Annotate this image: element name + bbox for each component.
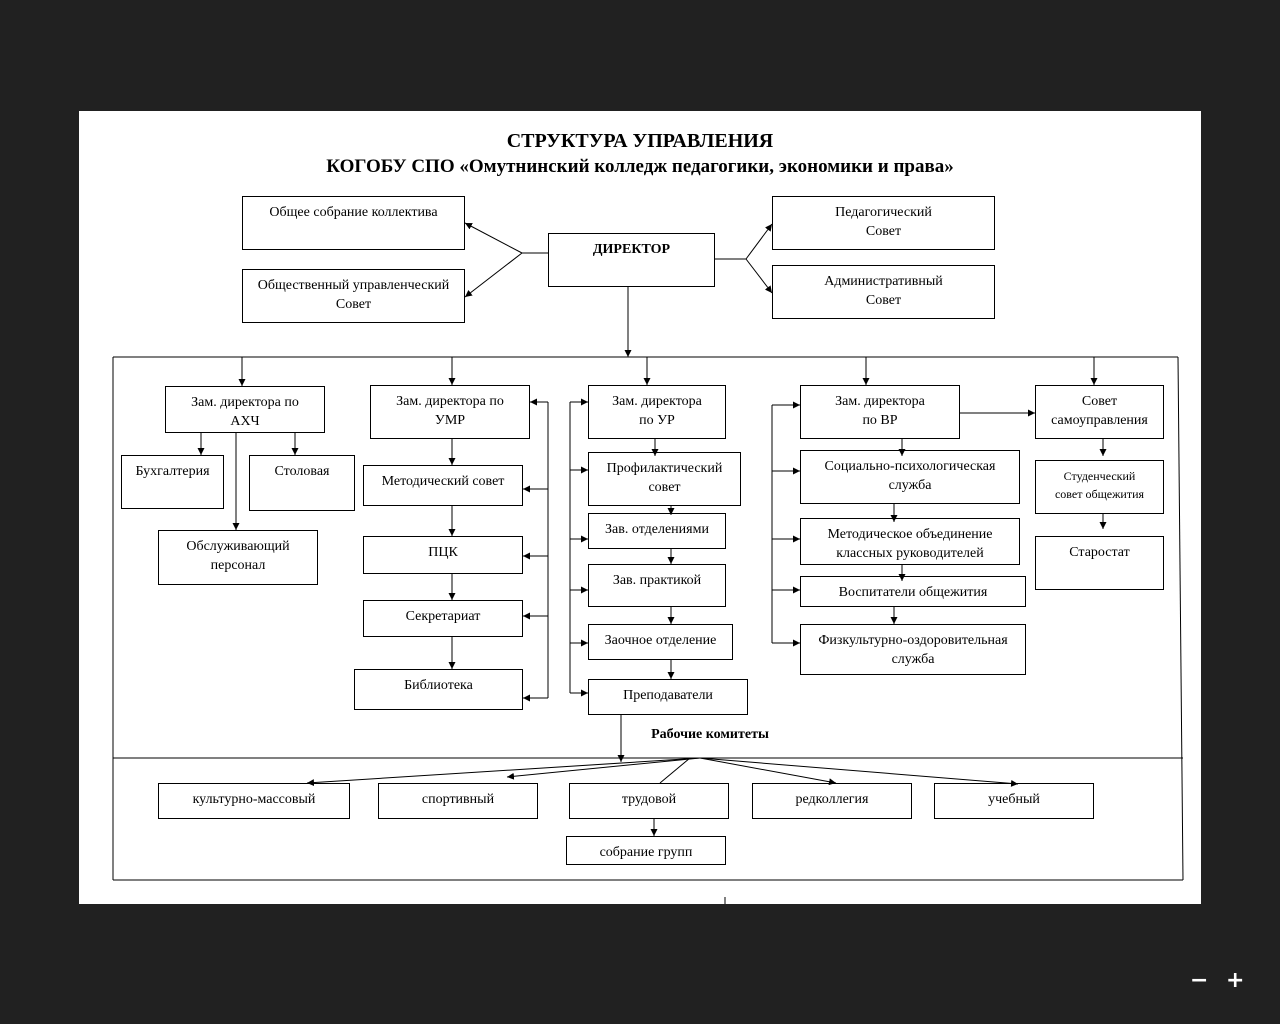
prevention-council-box: Профилактический совет: [588, 452, 741, 506]
library-box: Библиотека: [354, 669, 523, 710]
sports-health-service-box: Физкультурно-оздоровительная служба: [800, 624, 1026, 675]
committee-labor: трудовой: [569, 783, 729, 819]
correspondence-dept-box: Заочное отделение: [588, 624, 733, 660]
zoom-controls: − +: [1190, 968, 1244, 993]
general-meeting-box: Общее собрание коллектива: [242, 196, 465, 250]
committee-sports: спортивный: [378, 783, 538, 819]
committee-academic: учебный: [934, 783, 1094, 819]
accounting-box: Бухгалтерия: [121, 455, 224, 509]
zoom-out-button[interactable]: −: [1190, 968, 1209, 993]
group-meeting-box: собрание групп: [566, 836, 726, 865]
pck-box: ПЦК: [363, 536, 523, 574]
dorm-student-council-box: Студенческий совет общежития: [1035, 460, 1164, 514]
self-government-council-box: Совет самоуправления: [1035, 385, 1164, 439]
committee-cultural: культурно-массовый: [158, 783, 350, 819]
deputy-ur-box: Зам. директора по УР: [588, 385, 726, 439]
secretariat-box: Секретариат: [363, 600, 523, 637]
deputy-vr-box: Зам. директора по ВР: [800, 385, 960, 439]
pedagogical-council-box: Педагогический Совет: [772, 196, 995, 250]
service-staff-box: Обслуживающий персонал: [158, 530, 318, 585]
public-council-box: Общественный управленческий Совет: [242, 269, 465, 323]
diagram-subtitle: КОГОБУ СПО «Омутнинский колледж педагоги…: [326, 156, 954, 177]
working-committees-label: Рабочие комитеты: [651, 727, 769, 742]
teachers-box: Преподаватели: [588, 679, 748, 715]
dept-heads-box: Зав. отделениями: [588, 513, 726, 549]
canteen-box: Столовая: [249, 455, 355, 511]
social-psych-service-box: Социально-психологическая служба: [800, 450, 1020, 504]
director-box: ДИРЕКТОР: [548, 233, 715, 287]
diagram-title: СТРУКТУРА УПРАВЛЕНИЯ: [506, 130, 774, 152]
methodical-council-box: Методический совет: [363, 465, 523, 506]
deputy-umr-box: Зам. директора по УМР: [370, 385, 530, 439]
practice-head-box: Зав. практикой: [588, 564, 726, 607]
zoom-in-button[interactable]: +: [1226, 968, 1245, 993]
deputy-ahch-box: Зам. директора по АХЧ: [165, 386, 325, 433]
committee-editorial: редколлегия: [752, 783, 912, 819]
starostat-box: Старостат: [1035, 536, 1164, 590]
dorm-tutors-box: Воспитатели общежития: [800, 576, 1026, 607]
class-teachers-association-box: Методическое объединение классных руково…: [800, 518, 1020, 565]
administrative-council-box: Административный Совет: [772, 265, 995, 319]
